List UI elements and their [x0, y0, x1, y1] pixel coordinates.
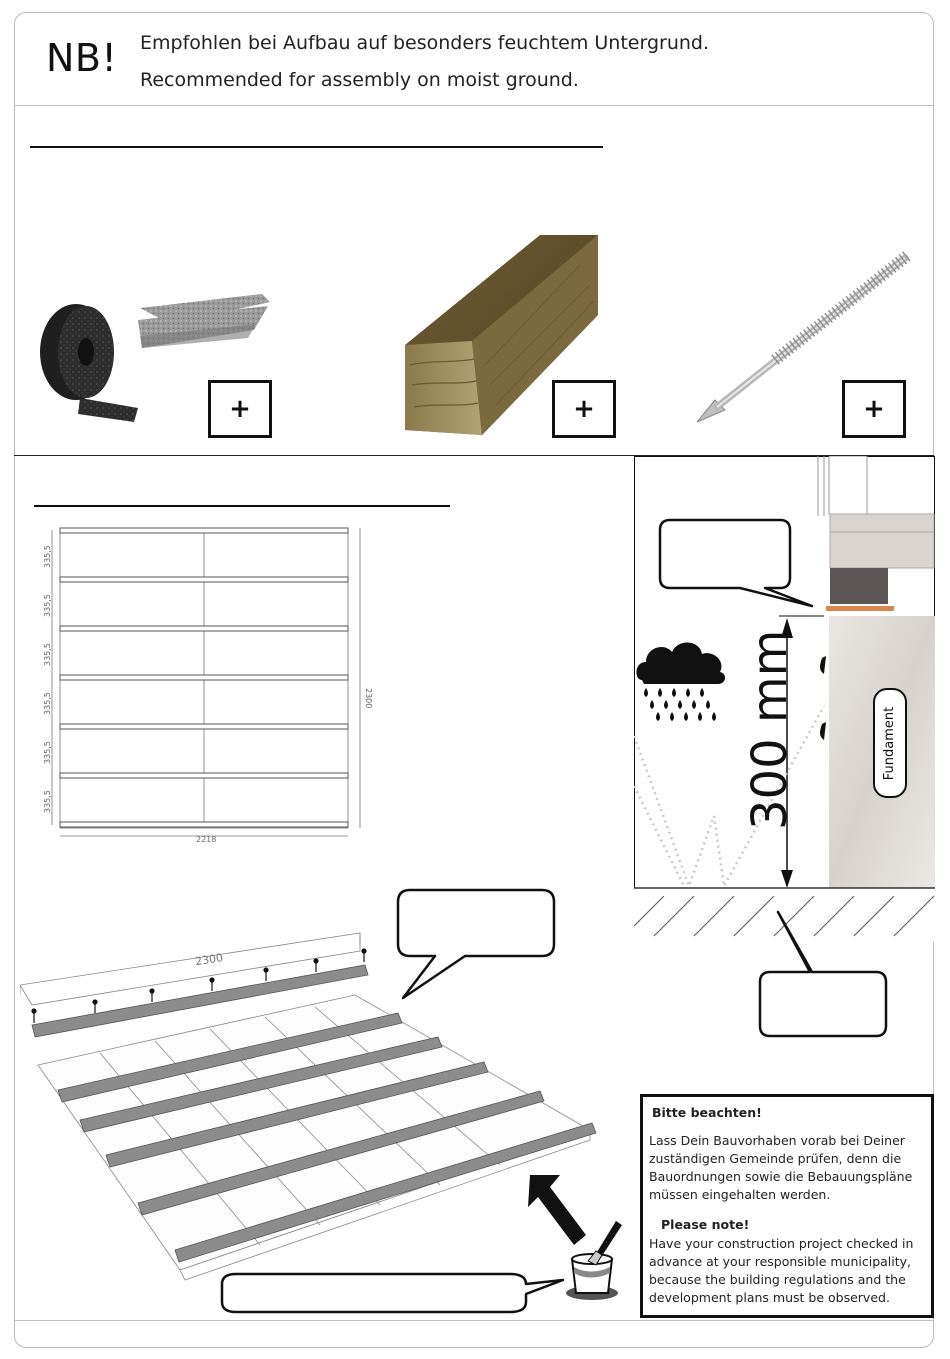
footer-divider — [14, 1320, 934, 1321]
row-spacing-label: 335,5 — [43, 692, 52, 715]
notice-text-en: Have your construction project checked i… — [649, 1236, 914, 1305]
row-spacing-label: 335,5 — [43, 741, 52, 764]
nb-heading: NB! — [46, 36, 118, 80]
row-spacing-label: 335,5 — [43, 545, 52, 568]
notice-title-de: Bitte beachten! — [652, 1105, 762, 1120]
isometric-frame-drawing: 2300 — [20, 932, 597, 1281]
plan-drawing: 335,5 335,5 335,5 335,5 335,5 335,5 2300… — [43, 527, 373, 844]
screw-icon — [696, 251, 911, 423]
plan-width-label: 2218 — [196, 835, 216, 844]
plus-symbol: + — [573, 394, 595, 424]
rain-cloud-icon — [636, 642, 726, 721]
parts-divider — [14, 455, 934, 456]
rubber-roll-and-pads-icon — [40, 294, 270, 422]
notice-title-en: Please note! — [661, 1217, 750, 1232]
parts-title-line — [30, 146, 603, 148]
add-screw-button[interactable]: + — [842, 380, 906, 438]
plus-symbol: + — [229, 394, 251, 424]
arrow-up-icon — [528, 1175, 586, 1245]
foundation-label: Fundament — [873, 688, 907, 798]
wooden-beam-icon — [405, 235, 598, 435]
add-rubber-button[interactable]: + — [208, 380, 272, 438]
row-spacing-label: 335,5 — [43, 594, 52, 617]
row-spacing-label: 335,5 — [43, 643, 52, 666]
notice-box: Bitte beachten! Lass Dein Bauvorhaben vo… — [640, 1094, 934, 1318]
paint-bucket-icon — [566, 1221, 622, 1300]
iso-length-label: 2300 — [194, 951, 224, 968]
distance-300mm-label: 300 mm — [742, 629, 798, 830]
note-german: Empfohlen bei Aufbau auf besonders feuch… — [140, 32, 710, 54]
note-english: Recommended for assembly on moist ground… — [140, 69, 579, 91]
row-spacing-label: 335,5 — [43, 790, 52, 813]
notice-text-de: Lass Dein Bauvorhaben vorab bei Deiner z… — [649, 1133, 913, 1202]
plus-symbol: + — [863, 394, 885, 424]
add-beam-button[interactable]: + — [552, 380, 616, 438]
plan-title-line — [34, 505, 450, 507]
header-divider — [14, 105, 934, 106]
plan-height-label: 2300 — [364, 688, 373, 708]
